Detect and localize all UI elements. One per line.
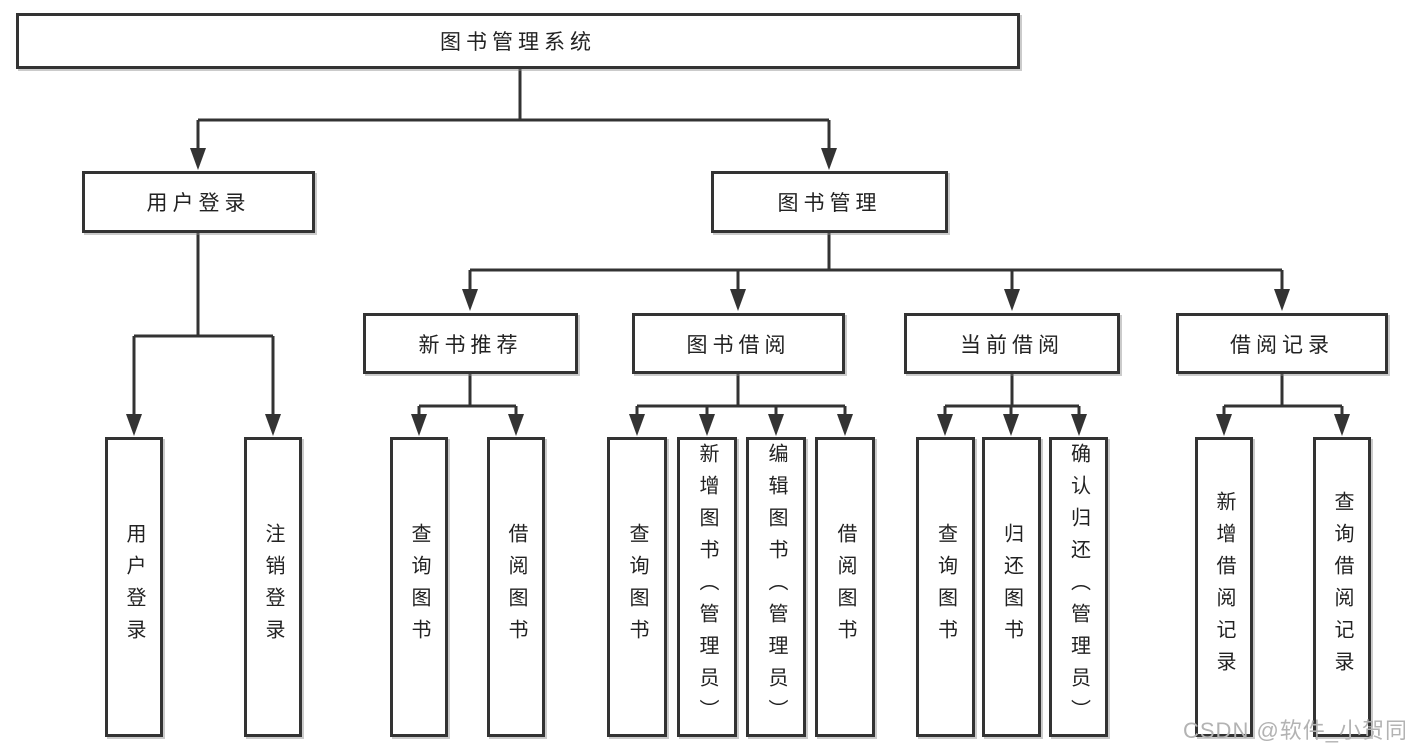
leaf-add-borrow-record: 新增借阅记录 [1195, 437, 1253, 737]
leaf-edit-books-admin: 编辑图书（管理员） [746, 437, 806, 737]
leaf-confirm-return-admin: 确认归还（管理员） [1049, 437, 1108, 737]
connector-bookmgmt-to-level3 [462, 233, 1290, 311]
arrowhead [1071, 414, 1087, 436]
arrowhead [411, 414, 427, 436]
arrowhead [629, 414, 645, 436]
connector-bookborrow-to-leaves [629, 374, 853, 436]
node-book-borrow: 图书借阅 [632, 313, 845, 374]
leaf-query-borrow-record: 查询借阅记录 [1313, 437, 1371, 737]
arrowhead [508, 414, 524, 436]
leaf-query-books-borrow-label: 查询图书 [626, 523, 648, 651]
node-borrow-records-label: 借阅记录 [1230, 333, 1334, 357]
arrowhead [937, 414, 953, 436]
node-current-borrow: 当前借阅 [904, 313, 1120, 374]
leaf-query-books-recommend: 查询图书 [390, 437, 448, 737]
leaf-user-login: 用户登录 [105, 437, 163, 737]
node-book-management: 图书管理 [711, 171, 948, 233]
arrowhead [462, 289, 478, 311]
connector-root-to-level2 [190, 69, 837, 170]
leaf-query-books-current-label: 查询图书 [934, 523, 957, 651]
leaf-user-login-label: 用户登录 [123, 523, 145, 651]
leaf-borrow-books-recommend-label: 借阅图书 [505, 523, 527, 651]
node-borrow-records: 借阅记录 [1176, 313, 1388, 374]
leaf-add-books-admin: 新增图书（管理员） [677, 437, 737, 737]
node-book-management-label: 图书管理 [777, 192, 882, 215]
connector-borrowrecords-to-leaves [1216, 374, 1350, 436]
leaf-borrow-books: 借阅图书 [815, 437, 875, 737]
arrowhead [265, 414, 281, 436]
arrowhead [1216, 414, 1232, 436]
arrowhead [821, 148, 837, 170]
leaf-return-books: 归还图书 [982, 437, 1041, 737]
node-user-login-label: 用户登录 [146, 192, 251, 215]
node-library-system-label: 图书管理系统 [440, 31, 596, 54]
arrowhead [1274, 289, 1290, 311]
arrowhead [126, 414, 142, 436]
arrowhead [837, 414, 853, 436]
leaf-confirm-return-admin-label: 确认归还（管理员） [1067, 443, 1090, 731]
leaf-logout-label: 注销登录 [262, 523, 284, 651]
node-user-login: 用户登录 [82, 171, 315, 233]
node-library-system: 图书管理系统 [16, 13, 1020, 69]
connector-newbook-to-leaves [411, 374, 524, 436]
arrowhead [190, 148, 206, 170]
arrowhead [699, 414, 715, 436]
node-book-borrow-label: 图书借阅 [686, 333, 791, 357]
leaf-query-borrow-record-label: 查询借阅记录 [1331, 491, 1353, 683]
arrowhead [730, 289, 746, 311]
arrowhead [768, 414, 784, 436]
connector-currentborrow-to-leaves [937, 374, 1087, 436]
node-new-book-recommend: 新书推荐 [363, 313, 578, 374]
leaf-query-books-recommend-label: 查询图书 [408, 523, 430, 651]
leaf-return-books-label: 归还图书 [1000, 523, 1023, 651]
node-new-book-recommend-label: 新书推荐 [418, 333, 523, 357]
leaf-add-books-admin-label: 新增图书（管理员） [696, 443, 718, 731]
leaf-add-borrow-record-label: 新增借阅记录 [1213, 491, 1235, 683]
leaf-logout: 注销登录 [244, 437, 302, 737]
watermark: CSDN @软件_小贺同学 [1183, 718, 1405, 743]
leaf-query-books-borrow: 查询图书 [607, 437, 667, 737]
leaf-edit-books-admin-label: 编辑图书（管理员） [765, 443, 787, 731]
leaf-query-books-current: 查询图书 [916, 437, 975, 737]
leaf-borrow-books-label: 借阅图书 [834, 523, 856, 651]
connector-userlogin-to-leaves [126, 233, 281, 436]
arrowhead [1334, 414, 1350, 436]
arrowhead [1003, 414, 1019, 436]
arrowhead [1004, 289, 1020, 311]
node-current-borrow-label: 当前借阅 [960, 333, 1064, 357]
leaf-borrow-books-recommend: 借阅图书 [487, 437, 545, 737]
